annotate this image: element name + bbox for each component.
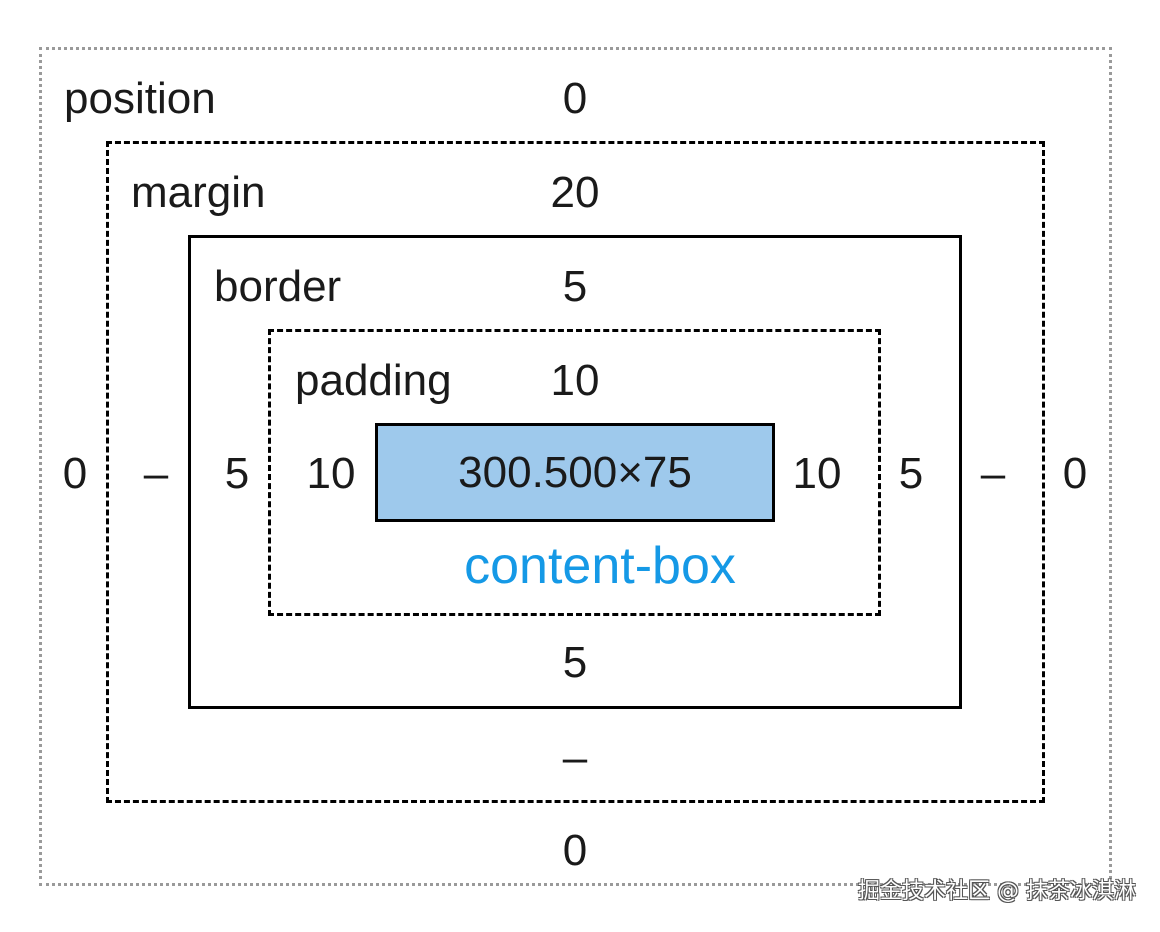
box-sizing-label: content-box xyxy=(464,537,736,595)
content-size-value[interactable]: 300.500×75 xyxy=(458,448,692,497)
position-bottom-value[interactable]: 0 xyxy=(562,826,588,875)
padding-left-value[interactable]: 10 xyxy=(306,449,356,498)
margin-bottom-value[interactable]: – xyxy=(562,733,588,782)
border-box xyxy=(188,235,962,709)
border-bottom-value[interactable]: 5 xyxy=(562,638,588,687)
padding-right-value[interactable]: 10 xyxy=(792,449,842,498)
padding-box xyxy=(268,329,881,616)
border-left-value[interactable]: 5 xyxy=(224,449,250,498)
position-right-value[interactable]: 0 xyxy=(1062,449,1088,498)
margin-label: margin xyxy=(131,168,266,217)
border-right-value[interactable]: 5 xyxy=(898,449,924,498)
padding-top-value[interactable]: 10 xyxy=(550,356,600,405)
border-top-value[interactable]: 5 xyxy=(562,262,588,311)
border-label: border xyxy=(214,262,342,311)
position-left-value[interactable]: 0 xyxy=(62,449,88,498)
position-top-value[interactable]: 0 xyxy=(562,74,588,123)
margin-right-value[interactable]: – xyxy=(980,449,1006,498)
position-box xyxy=(39,47,1112,886)
margin-box xyxy=(106,141,1045,803)
position-label: position xyxy=(64,74,216,123)
content-box xyxy=(375,423,775,522)
padding-label: padding xyxy=(295,356,452,405)
watermark: 掘金技术社区 @ 抹茶冰淇淋 xyxy=(858,879,1136,904)
margin-left-value[interactable]: – xyxy=(143,449,169,498)
margin-top-value[interactable]: 20 xyxy=(550,168,600,217)
